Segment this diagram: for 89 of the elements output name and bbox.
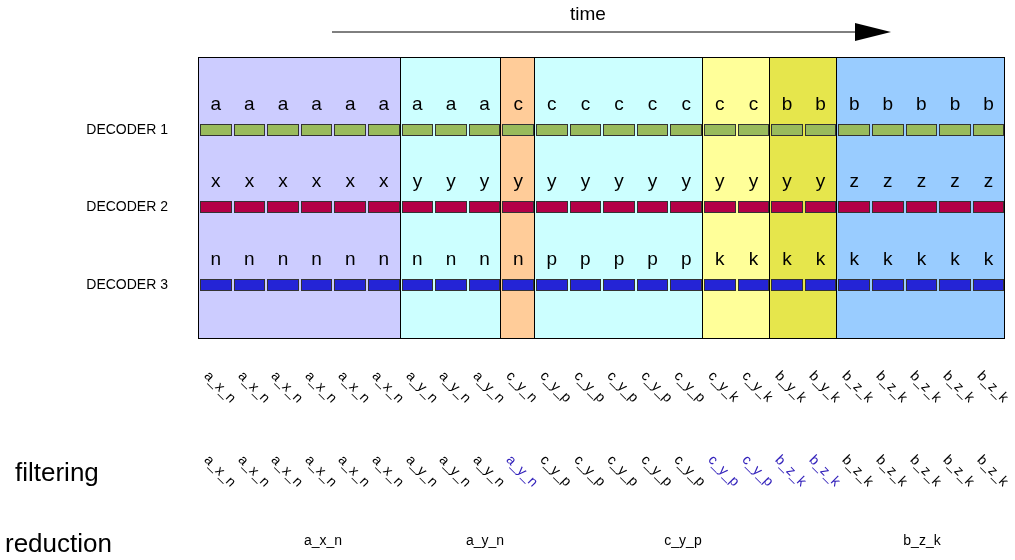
row-label: DECODER 3 [86,277,168,291]
symbol-letter: a [209,94,223,113]
symbol-letter: y [747,171,760,190]
symbol-letter: a [478,94,491,113]
symbol-letter: n [209,249,223,268]
symbol-letter: c [747,94,760,113]
symbol-letter: n [343,249,357,268]
symbol-letter: k [915,249,928,268]
row-label: DECODER 1 [86,122,168,136]
symbol-letter: y [814,171,827,190]
symbol-letter: y [445,171,457,190]
symbol-letter: k [848,249,860,268]
time-segment-band [769,57,838,339]
symbol-letter: c [546,94,558,113]
reduced-label: c_y_p [664,533,702,547]
symbol-letter: x [378,171,390,190]
symbol-letter: c [646,94,659,113]
stage-label: reduction [5,527,112,560]
symbol-letter: p [612,249,626,268]
symbol-letter: c [680,94,692,113]
symbol-letter: y [546,171,558,190]
symbol-letter: c [579,94,592,113]
symbol-letter: c [512,94,524,113]
symbol-letter: x [243,171,256,190]
reduced-label: b_z_k [903,533,941,547]
symbol-letter: y [680,171,692,190]
symbol-letter: x [277,171,289,190]
symbol-letter: z [848,171,860,190]
symbol-letter: k [949,249,961,268]
symbol-letter: b [915,94,928,113]
symbol-letter: k [714,249,726,268]
symbol-letter: y [579,171,592,190]
symbol-letter: z [915,171,928,190]
symbol-letter: p [545,249,559,268]
symbol-letter: k [882,249,894,268]
symbol-letter: a [343,94,357,113]
symbol-letter: y [512,171,524,190]
time-segment-band [836,57,1006,339]
stage-label: filtering [15,456,99,489]
symbol-letter: k [814,249,827,268]
time-segment-band [702,57,771,339]
symbol-letter: z [882,171,894,190]
symbol-letter: b [814,94,827,113]
symbol-letter: c [714,94,726,113]
symbol-letter: n [478,249,491,268]
symbol-letter: a [276,94,290,113]
axis-label: time [570,2,606,26]
symbol-letter: n [411,249,424,268]
symbol-letter: p [646,249,659,268]
symbol-letter: x [344,171,356,190]
symbol-letter: a [310,94,323,113]
symbol-letter: b [847,94,861,113]
symbol-letter: k [747,249,760,268]
symbol-letter: y [646,171,659,190]
symbol-letter: z [982,171,995,190]
symbol-letter: y [613,171,625,190]
symbol-letter: y [714,171,726,190]
symbol-letter: n [377,249,391,268]
time-segment-band [500,57,535,339]
symbol-letter: y [411,171,424,190]
symbol-letter: p [579,249,592,268]
time-segment-band [198,57,401,339]
symbol-letter: n [243,249,256,268]
symbol-letter: a [243,94,256,113]
symbol-letter: y [781,171,793,190]
symbol-letter: y [478,171,491,190]
symbol-letter: k [781,249,793,268]
reduced-label: a_y_n [465,533,505,547]
symbol-letter: k [982,249,995,268]
symbol-letter: a [444,94,458,113]
symbol-letter: c [613,94,625,113]
symbol-letter: b [881,94,895,113]
symbol-letter: n [276,249,290,268]
symbol-letter: b [780,94,794,113]
symbol-letter: n [310,249,323,268]
symbol-letter: p [679,249,693,268]
row-label: DECODER 2 [86,199,168,213]
symbol-letter: b [948,94,962,113]
symbol-letter: a [411,94,424,113]
symbol-letter: x [210,171,222,190]
time-segment-band [399,57,502,339]
symbol-letter: z [949,171,961,190]
time-segment-band [534,57,703,339]
symbol-letter: a [377,94,391,113]
symbol-letter: b [982,94,995,113]
reduced-label: a_x_n [303,533,343,547]
symbol-letter: x [310,171,323,190]
symbol-letter: n [444,249,458,268]
symbol-letter: n [511,249,525,268]
